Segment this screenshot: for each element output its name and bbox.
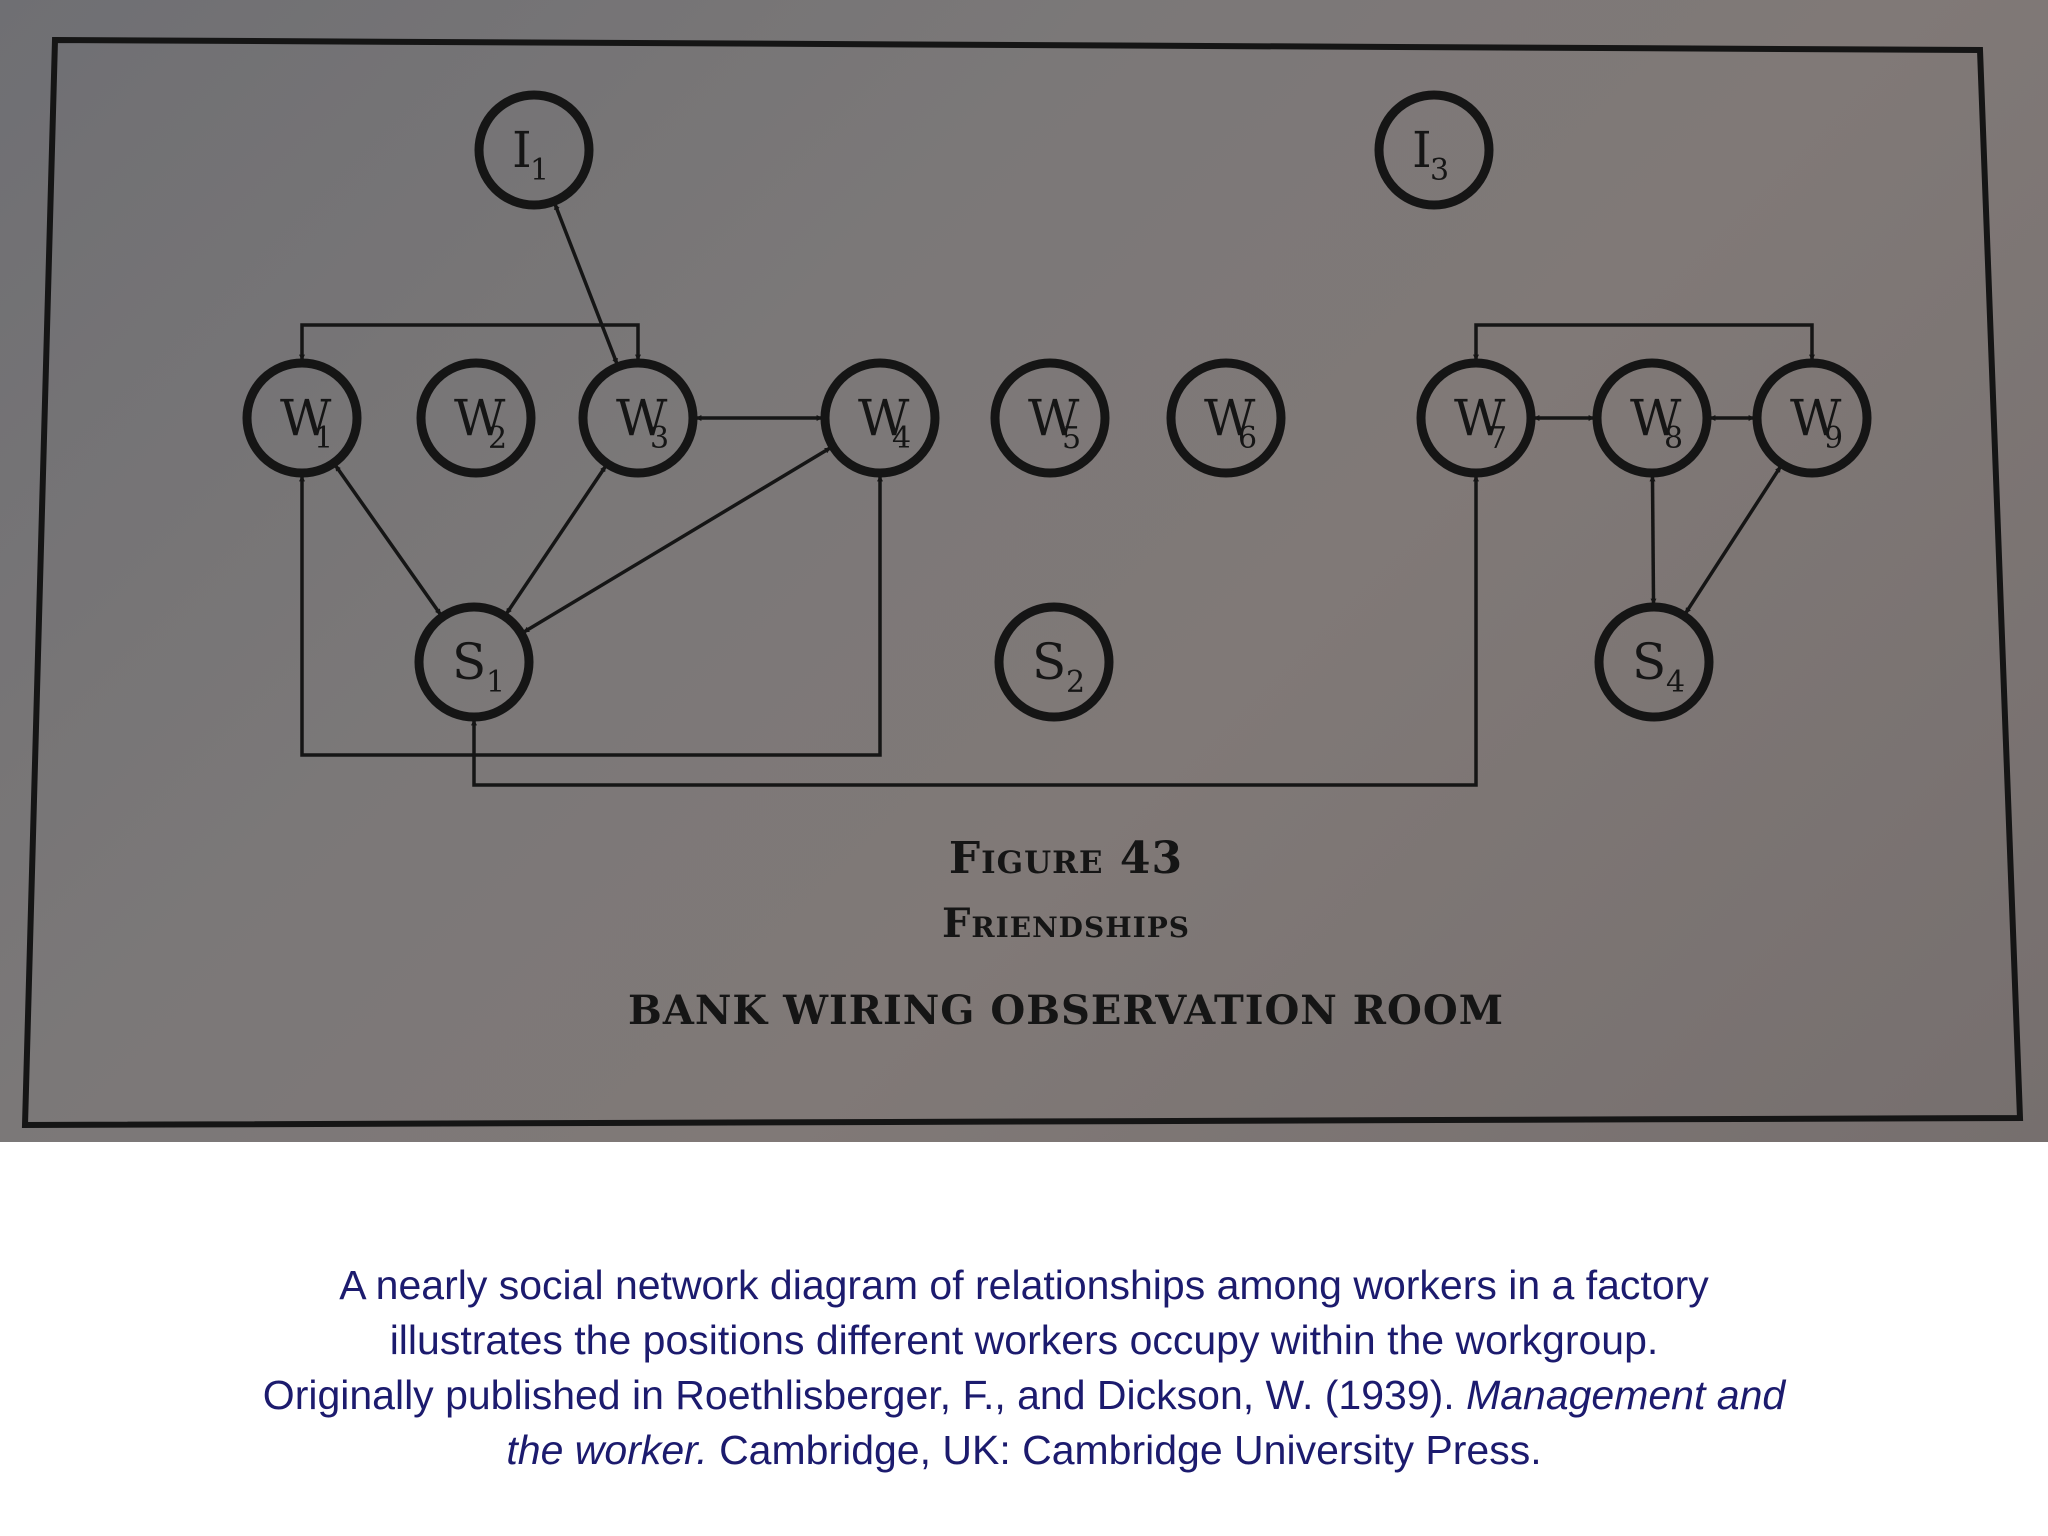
node-letter: S bbox=[1632, 633, 1666, 691]
caption-publisher: Cambridge, UK: Cambridge University Pres… bbox=[707, 1427, 1542, 1473]
node-circle bbox=[474, 90, 594, 210]
node-subscript: 9 bbox=[1824, 421, 1843, 456]
edge-i1-w3 bbox=[553, 203, 619, 365]
caption: A nearly social network diagram of relat… bbox=[74, 1258, 1974, 1478]
node-subscript: 2 bbox=[488, 421, 507, 456]
node-letter: S bbox=[1032, 633, 1066, 691]
node-subscript: 6 bbox=[1238, 421, 1257, 456]
node-circle bbox=[1166, 358, 1286, 478]
node-letter: W bbox=[858, 389, 910, 447]
node-circle bbox=[414, 602, 534, 722]
node-i3: I3 bbox=[1374, 90, 1494, 210]
caption-line-4: the worker. Cambridge, UK: Cambridge Uni… bbox=[74, 1423, 1974, 1478]
node-circle bbox=[1752, 358, 1872, 478]
node-letter: W bbox=[280, 389, 332, 447]
node-subscript: 3 bbox=[650, 421, 669, 456]
node-circle bbox=[1594, 602, 1714, 722]
caption-line-1: A nearly social network diagram of relat… bbox=[339, 1262, 1709, 1308]
figure-label: Figure 43 bbox=[949, 833, 1183, 884]
caption-citation: Originally published in Roethlisberger, … bbox=[262, 1372, 1467, 1418]
room-label: BANK WIRING OBSERVATION ROOM bbox=[628, 987, 1504, 1034]
node-w2: W2 bbox=[416, 358, 536, 478]
node-subscript: 8 bbox=[1664, 421, 1683, 456]
caption-line-3: Originally published in Roethlisberger, … bbox=[74, 1368, 1974, 1423]
node-subscript: 4 bbox=[892, 421, 911, 456]
node-w6: W6 bbox=[1166, 358, 1286, 478]
node-subscript: 2 bbox=[1066, 665, 1085, 700]
node-letter: W bbox=[1028, 389, 1080, 447]
node-w9: W9 bbox=[1752, 358, 1872, 478]
node-circle bbox=[1374, 90, 1494, 210]
edge-w1-w3 bbox=[299, 323, 641, 361]
node-i1: I1 bbox=[474, 90, 594, 210]
caption-book-title-part2: the worker. bbox=[506, 1427, 708, 1473]
node-letter: W bbox=[1630, 389, 1682, 447]
node-circle bbox=[242, 358, 362, 478]
caption-line-2: illustrates the positions different work… bbox=[389, 1317, 1659, 1363]
edge-w7-w9 bbox=[1473, 323, 1815, 361]
node-w4: W4 bbox=[820, 358, 940, 478]
node-subscript: 5 bbox=[1062, 421, 1081, 456]
node-subscript: 1 bbox=[314, 421, 333, 456]
node-w7: W7 bbox=[1416, 358, 1536, 478]
figure-title: Friendships bbox=[942, 900, 1190, 947]
node-subscript: 1 bbox=[486, 665, 505, 700]
edge-w4-s1 bbox=[522, 446, 832, 634]
node-w5: W5 bbox=[990, 358, 1110, 478]
edges-layer bbox=[299, 203, 1815, 787]
node-letter: W bbox=[1204, 389, 1256, 447]
node-w3: W3 bbox=[578, 358, 698, 478]
node-circle bbox=[820, 358, 940, 478]
node-circle bbox=[990, 358, 1110, 478]
node-subscript: 4 bbox=[1666, 665, 1685, 700]
node-circle bbox=[416, 358, 536, 478]
node-circle bbox=[578, 358, 698, 478]
node-letter: W bbox=[454, 389, 506, 447]
node-letter: W bbox=[616, 389, 668, 447]
node-w1: W1 bbox=[242, 358, 362, 478]
edge-w9-s4 bbox=[1684, 465, 1782, 615]
node-letter: S bbox=[452, 633, 486, 691]
edge-s1-w7 bbox=[471, 475, 1479, 787]
node-letter: I bbox=[1412, 121, 1432, 179]
node-subscript: 1 bbox=[530, 153, 549, 188]
edge-w1-w4 bbox=[299, 475, 883, 757]
edge-w8-s4 bbox=[1649, 475, 1657, 605]
node-circle bbox=[1592, 358, 1712, 478]
node-circle bbox=[994, 602, 1114, 722]
node-subscript: 7 bbox=[1488, 421, 1507, 456]
caption-book-title-part1: Management and bbox=[1466, 1372, 1786, 1418]
node-letter: W bbox=[1790, 389, 1842, 447]
node-subscript: 3 bbox=[1430, 153, 1449, 188]
edge-w1-s1 bbox=[333, 464, 443, 616]
diagram-frame bbox=[21, 36, 2024, 1129]
node-letter: W bbox=[1454, 389, 1506, 447]
node-circle bbox=[1416, 358, 1536, 478]
node-w8: W8 bbox=[1592, 358, 1712, 478]
node-letter: I bbox=[512, 121, 532, 179]
